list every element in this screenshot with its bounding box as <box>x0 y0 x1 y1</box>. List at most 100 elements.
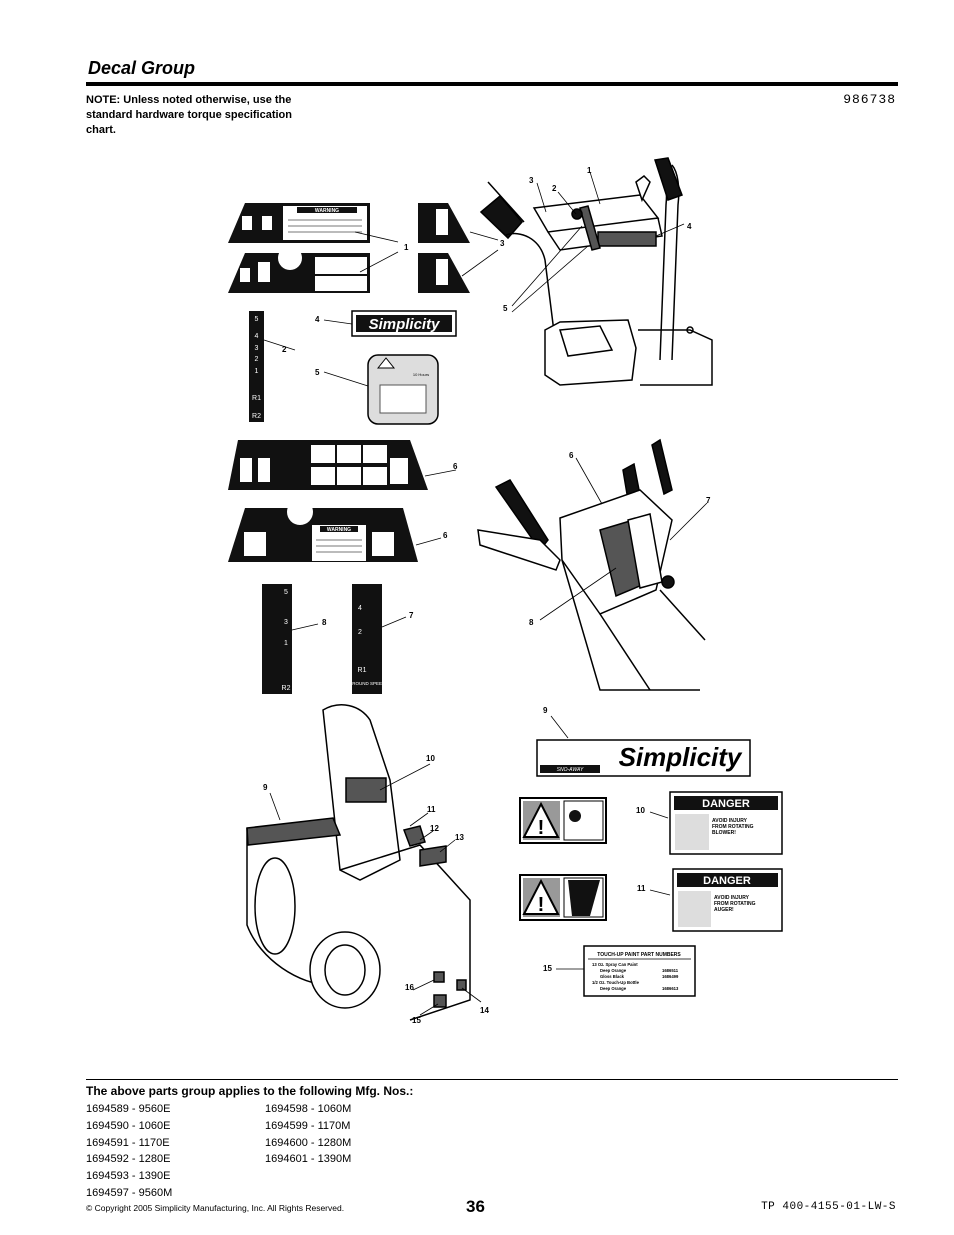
callout-label: 3 <box>500 239 505 248</box>
leader-lines <box>263 171 708 1016</box>
ground-speed-label: GROUND SPEED <box>349 681 386 686</box>
decal-5-hours: 10 Hours <box>413 372 429 377</box>
svg-text:BLOWER!: BLOWER! <box>712 830 736 836</box>
callout-label: 7 <box>706 496 711 505</box>
svg-text:!: ! <box>538 894 545 916</box>
touchup-number: 1686613 <box>662 986 679 991</box>
speed-label: 5 <box>284 589 288 596</box>
callout-label: 4 <box>315 315 320 324</box>
speed-label: 5 <box>255 316 259 323</box>
speed-label: R2 <box>282 685 291 692</box>
callout-label: 2 <box>282 345 287 354</box>
callout-label: 10 <box>426 754 435 763</box>
callout-label: 15 <box>543 964 552 973</box>
mfg-number: 1694592 - 1280E <box>86 1153 171 1166</box>
document-number: TP 400-4155-01-LW-S <box>761 1201 896 1213</box>
mfg-number: 1694593 - 1390E <box>86 1170 171 1183</box>
svg-text:FROM ROTATING: FROM ROTATING <box>714 901 756 907</box>
decal-1-panel-upper: WARNING <box>228 203 370 243</box>
snowthrower-chute-housing <box>246 704 471 1021</box>
title-rule <box>86 82 898 86</box>
callout-label: 2 <box>552 184 557 193</box>
copyright: © Copyright 2005 Simplicity Manufacturin… <box>86 1203 345 1213</box>
snowthrower-handle-top <box>479 157 713 386</box>
callout-label: 3 <box>529 176 534 185</box>
touchup-number: 1686499 <box>662 974 679 979</box>
mfg-number: 1694589 - 9560E <box>86 1103 171 1115</box>
svg-text:!: ! <box>538 817 545 839</box>
touchup-title: TOUCH-UP PAINT PART NUMBERS <box>597 952 681 958</box>
callout-label: 11 <box>637 884 646 893</box>
touchup-item: Deep Orange <box>600 968 627 973</box>
svg-text:AUGER!: AUGER! <box>714 907 734 913</box>
decal-6-warning-label: WARNING <box>327 527 351 533</box>
decal-9-subtitle: SNO-AWAY <box>557 767 584 773</box>
callout-label: 10 <box>636 806 645 815</box>
callout-label: 9 <box>263 783 268 792</box>
mfg-number: 1694597 - 9560M <box>86 1186 173 1199</box>
callout-label: 15 <box>412 1016 421 1025</box>
callout-label: 5 <box>503 304 508 313</box>
callout-label: 5 <box>315 368 320 377</box>
mfg-number: 1694600 - 1280M <box>265 1136 352 1149</box>
callout-label: 14 <box>480 1006 489 1015</box>
snowthrower-handle-side <box>477 438 706 691</box>
decal-11-text: AVOID INJURY <box>714 895 750 901</box>
speed-label: 1 <box>255 368 259 375</box>
touchup-item: Gloss Black <box>600 974 625 979</box>
callout-label: 6 <box>443 531 448 540</box>
footer-rule <box>86 1079 898 1080</box>
callout-label: 7 <box>409 611 414 620</box>
mfg-number: 1694599 - 1170M <box>265 1119 351 1132</box>
mfg-number: 1694601 - 1390M <box>265 1153 352 1166</box>
mfg-number: 1694590 - 1060E <box>86 1119 171 1132</box>
speed-label: 2 <box>358 629 362 636</box>
mfg-list-col-2: 1694598 - 1060M 1694599 - 1170M 1694600 … <box>265 1101 351 1168</box>
decal-4-brand-text: Simplicity <box>369 316 441 333</box>
decal-10-danger-label: DANGER <box>702 798 750 810</box>
decal-11-danger-label: DANGER <box>703 875 751 887</box>
decal-9-brand-text: Simplicity <box>619 742 743 772</box>
page-title: Decal Group <box>88 58 196 78</box>
callout-label: 8 <box>529 618 534 627</box>
callout-label: 13 <box>455 833 464 842</box>
callout-label: 11 <box>427 805 436 814</box>
callout-label: 1 <box>404 243 409 252</box>
applies-heading: The above parts group applies to the fol… <box>86 1084 414 1098</box>
decal-7-speed-strip <box>352 584 382 694</box>
speed-label: R1 <box>358 667 367 674</box>
callout-label: 9 <box>543 706 548 715</box>
touchup-number: 1686511 <box>662 968 679 973</box>
callout-label: 1 <box>587 166 592 175</box>
speed-label: 4 <box>255 333 259 340</box>
decal-1-warning-label: WARNING <box>315 208 339 214</box>
decal-10-text: AVOID INJURY <box>712 818 748 824</box>
callout-label: 6 <box>453 462 458 471</box>
touchup-item: 1/2 Oz. Touch-Up Bottle <box>592 980 640 985</box>
speed-label: 3 <box>255 345 259 352</box>
callout-label: 6 <box>569 451 574 460</box>
touchup-item: 13 Oz. Spray Can Paint <box>592 962 638 967</box>
torque-note: NOTE: Unless noted otherwise, use the st… <box>86 94 292 136</box>
callout-label: 8 <box>322 618 327 627</box>
speed-label: 2 <box>255 356 259 363</box>
touchup-item: Deep Orange <box>600 986 627 991</box>
callout-label: 12 <box>430 824 439 833</box>
callout-numbers: 1 3 2 4 5 6 6 8 7 1 3 2 4 5 6 7 8 9 10 9… <box>263 166 711 1025</box>
speed-label: 3 <box>284 619 288 626</box>
speed-label: R2 <box>252 413 261 420</box>
speed-label: 4 <box>358 605 362 612</box>
mfg-number: 1694591 - 1170E <box>86 1136 170 1149</box>
part-number: 986738 <box>843 92 896 107</box>
mfg-number: 1694598 - 1060M <box>265 1103 352 1115</box>
decal-1-panel-lower <box>228 246 370 293</box>
speed-label: R1 <box>252 395 261 402</box>
callout-label: 4 <box>687 222 692 231</box>
speed-label: 1 <box>284 640 288 647</box>
decal-2-speed-strip <box>249 311 264 422</box>
mfg-list-col-1: 1694589 - 9560E 1694590 - 1060E 1694591 … <box>86 1101 172 1202</box>
svg-text:FROM ROTATING: FROM ROTATING <box>712 824 754 830</box>
callout-label: 16 <box>405 983 414 992</box>
decal-8-speed-strip <box>262 584 292 694</box>
